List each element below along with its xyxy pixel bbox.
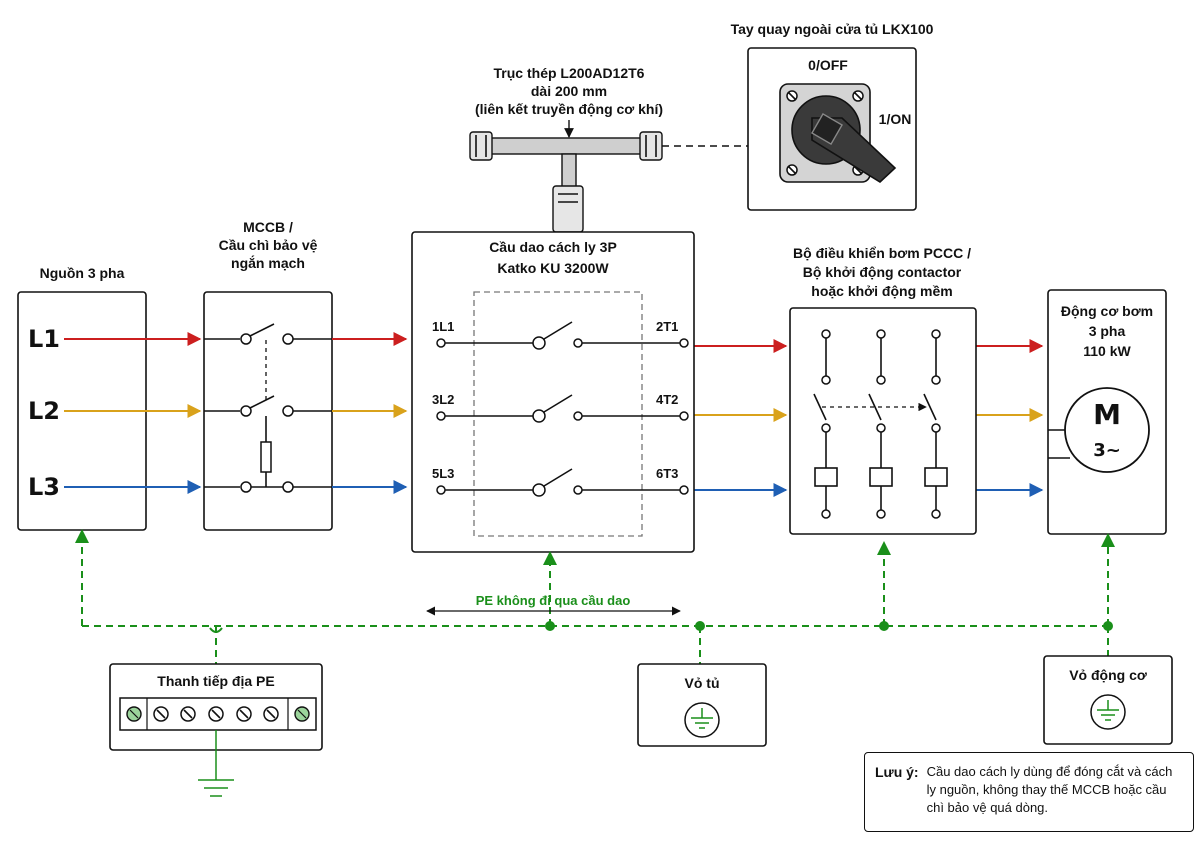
mccb-fuse-box: MCCB / Cầu chì bảo vệ ngắn mạch	[203, 219, 333, 531]
controller-pole-3	[923, 329, 948, 519]
motor-frame-ground: Vỏ động cơ	[1043, 655, 1173, 745]
handle-title: Tay quay ngoài cửa tủ LKX100	[731, 21, 934, 37]
motor-symbol-3: 3~	[1093, 440, 1121, 461]
isolator-in-1: 1L1	[432, 319, 454, 334]
ground-icon	[684, 702, 720, 738]
fuse-icon	[260, 441, 272, 473]
shaft-coupling-right	[639, 131, 663, 161]
motor-title-2: 3 pha	[1089, 323, 1126, 339]
pe-terminal-screws	[126, 698, 310, 730]
pe-bar-label: Thanh tiếp địa PE	[157, 673, 274, 689]
pump-controller: Bộ điều khiển bơm PCCC / Bộ khởi động co…	[789, 245, 977, 535]
handle-on-label: 1/ON	[879, 111, 912, 127]
controller-title-2: Bộ khởi động contactor	[803, 264, 962, 280]
isolator-out-3: 6T3	[656, 466, 678, 481]
mccb-title-1: MCCB /	[243, 219, 293, 235]
controller-title-3: hoặc khởi động mềm	[811, 283, 952, 299]
source-title: Nguồn 3 pha	[40, 265, 125, 281]
motor-icon	[1064, 387, 1150, 473]
pe-terminal-bar: Thanh tiếp địa PE	[109, 663, 323, 797]
shaft-label-1: Trục thép L200AD12T6	[494, 65, 645, 81]
isolator-out-1: 2T1	[656, 319, 678, 334]
controller-title-1: Bộ điều khiển bơm PCCC /	[793, 245, 971, 261]
door-handle-panel: Tay quay ngoài cửa tủ LKX100 0/OFF 1/ON	[731, 21, 934, 211]
source-l2-label: L2	[28, 397, 60, 425]
pe-bypass-note: PE không đi qua cầu dao	[476, 593, 631, 608]
motor-symbol-m: M	[1093, 398, 1121, 431]
isolator-in-2: 3L2	[432, 392, 454, 407]
phase-conductors	[64, 332, 1044, 497]
mccb-title-3: ngắn mạch	[231, 254, 305, 271]
cabinet-label: Vỏ tủ	[685, 675, 720, 691]
note-label: Lưu ý:	[875, 764, 919, 780]
isolator-pole-3-switch-contact-icon	[436, 468, 689, 497]
isolator-pole-1-switch-contact-icon	[436, 321, 689, 350]
shaft-label-3: (liên kết truyền động cơ khí)	[475, 101, 663, 117]
source-l1-label: L1	[28, 325, 60, 353]
motor-title-3: 110 kW	[1083, 343, 1131, 359]
ground-icon	[198, 779, 234, 797]
handle-off-label: 0/OFF	[808, 57, 848, 73]
source-l3-label: L3	[28, 473, 60, 501]
isolator-out-2: 4T2	[656, 392, 678, 407]
power-source: Nguồn 3 pha L1 L2 L3	[17, 265, 147, 531]
isolator-in-3: 5L3	[432, 466, 454, 481]
pump-motor: Động cơ bơm 3 pha 110 kW M 3~	[1047, 289, 1167, 535]
steel-shaft: Trục thép L200AD12T6 dài 200 mm (liên kế…	[469, 65, 780, 233]
note-text: Cầu dao cách ly dùng để đóng cắt và cách…	[926, 764, 1173, 815]
cabinet-ground: Vỏ tủ	[637, 663, 767, 747]
motor-frame-label: Vỏ động cơ	[1069, 667, 1147, 683]
motor-title-1: Động cơ bơm	[1061, 303, 1153, 319]
shaft-adapter	[552, 185, 584, 233]
controller-pole-2	[868, 329, 893, 519]
ground-icon	[1090, 694, 1126, 730]
isolator-title-1: Cầu dao cách ly 3P	[489, 239, 617, 255]
pe-network: PE không đi qua cầu dao	[75, 529, 1115, 664]
note-box: Lưu ý: Cầu dao cách ly dùng để đóng cắt …	[864, 752, 1194, 832]
isolator-pole-2-switch-contact-icon	[436, 394, 689, 423]
shaft-coupling-left	[469, 131, 493, 161]
isolator-gang-frame	[473, 291, 643, 537]
shaft-label-2: dài 200 mm	[531, 83, 607, 99]
isolator-switch: Cầu dao cách ly 3P Katko KU 3200W 1L1 3L…	[411, 231, 695, 553]
isolator-title-2: Katko KU 3200W	[497, 260, 609, 276]
mccb-title-2: Cầu chì bảo vệ	[219, 237, 318, 253]
controller-pole-1	[813, 329, 838, 519]
